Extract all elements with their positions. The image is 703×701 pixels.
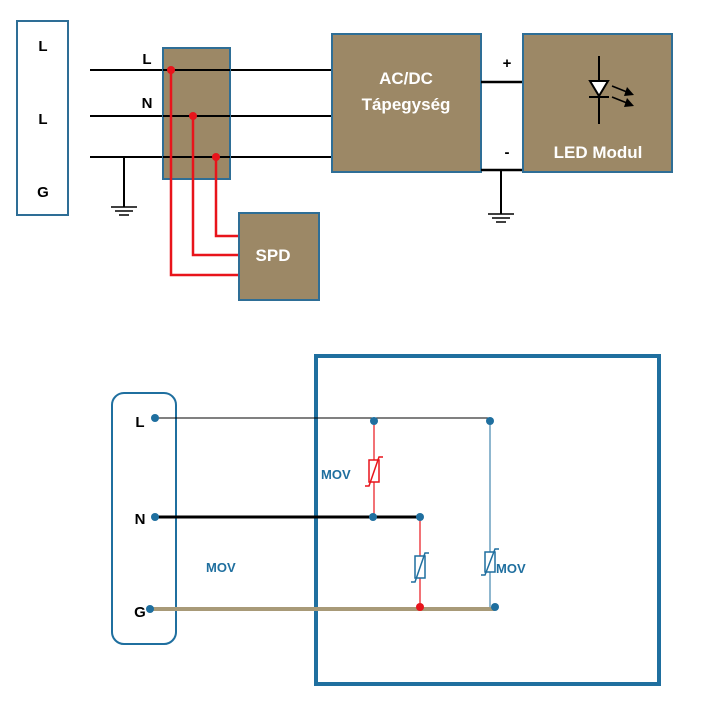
mov-label-red: MOV xyxy=(321,467,351,482)
plus-label: + xyxy=(503,55,512,72)
ground-symbol-left xyxy=(111,157,137,216)
node-dot-mov-l-bottom xyxy=(369,513,377,521)
junction-dot-l xyxy=(167,66,175,74)
node-dot-mov-n-top xyxy=(416,513,424,521)
supply-label-line2: Tápegység xyxy=(362,95,451,114)
terminal-dot-n xyxy=(151,513,159,521)
led-module-box xyxy=(522,33,673,173)
acdc-power-supply-box xyxy=(331,33,482,173)
node-dot-mov-l-top xyxy=(370,417,378,425)
top-terminal-label-3: G xyxy=(37,184,49,201)
supply-label-line1: AC/DC xyxy=(379,69,433,88)
node-dot-mov-g-top xyxy=(486,417,494,425)
bottom-terminal-label-g: G xyxy=(134,604,146,621)
minus-label: - xyxy=(505,144,510,161)
terminal-dot-g xyxy=(146,605,154,613)
top-l-label: L xyxy=(142,51,151,68)
mov-n-g-varistor-icon xyxy=(411,552,429,583)
bottom-terminal-label-n: N xyxy=(135,511,146,528)
junction-dot-n xyxy=(189,112,197,120)
mov-label-left: MOV xyxy=(206,560,236,575)
bottom-terminal-label-l: L xyxy=(135,414,144,431)
ground-symbol-right xyxy=(488,170,514,223)
bottom-diagram: MOV MOV MOV L N G xyxy=(111,354,661,686)
led-diode-icon xyxy=(588,56,634,124)
protection-enclosure-frame xyxy=(314,354,661,686)
led-module-label: LED Modul xyxy=(554,143,643,162)
node-dot-mov-n-bottom xyxy=(416,603,424,611)
mov-l-n-varistor-icon xyxy=(365,456,383,487)
junction-dot-g xyxy=(212,153,220,161)
spd-box xyxy=(238,212,320,301)
mov-label-right: MOV xyxy=(496,561,526,576)
spd-red-wires xyxy=(169,70,239,277)
top-terminal-label-1: L xyxy=(38,38,47,55)
top-n-label: N xyxy=(142,95,153,112)
terminal-dot-l xyxy=(151,414,159,422)
top-terminal-block xyxy=(16,20,69,216)
node-dot-mov-g-bottom xyxy=(491,603,499,611)
top-diagram: L L G L N SPD xyxy=(16,20,673,301)
spd-label: SPD xyxy=(256,246,291,265)
mov-l-g-varistor-icon xyxy=(481,548,499,576)
top-terminal-label-2: L xyxy=(38,111,47,128)
